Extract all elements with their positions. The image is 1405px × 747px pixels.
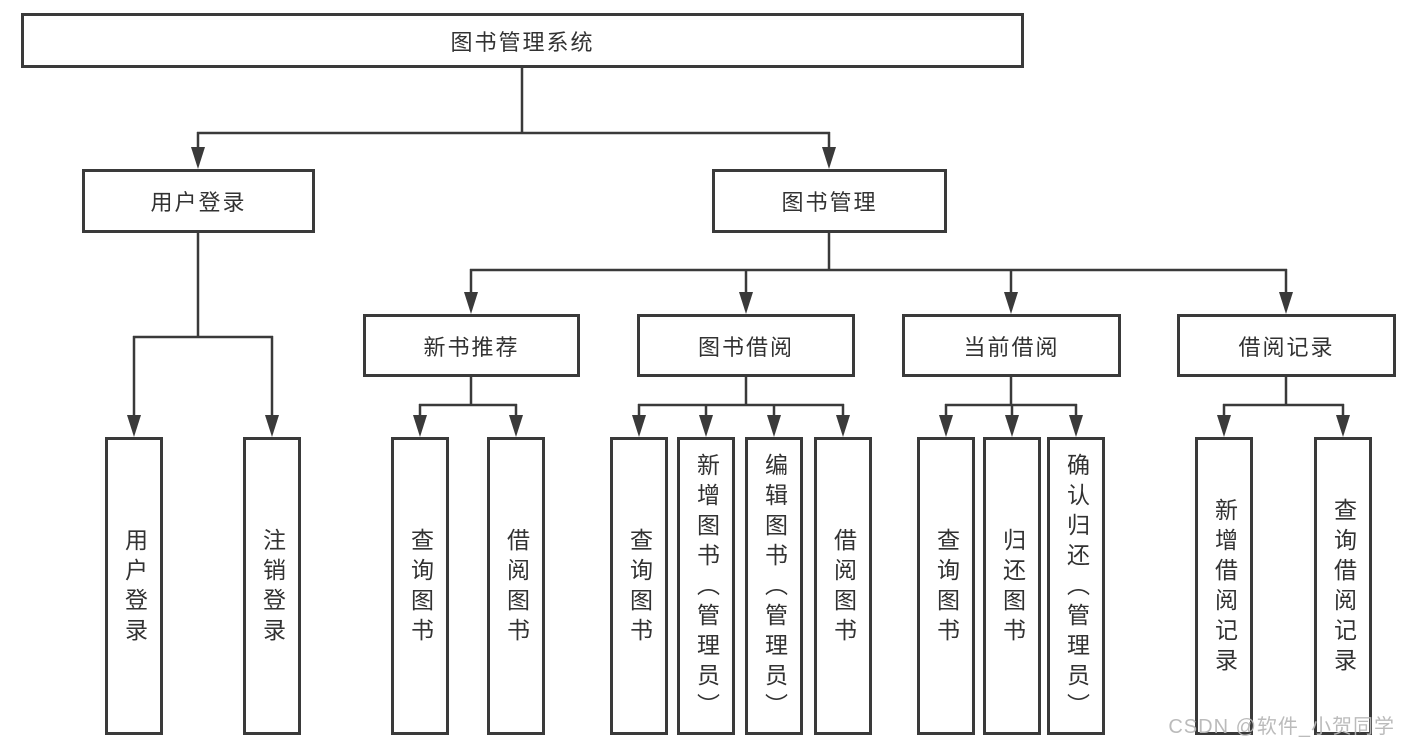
node-book-management: 图书管理 — [712, 169, 947, 233]
watermark: CSDN @软件_小贺同学 — [1168, 716, 1395, 738]
node-user-login: 用户登录 — [82, 169, 315, 233]
leaf-query-books-borrow: 查询图书 — [610, 437, 668, 735]
leaf-edit-book-admin: 编辑图书（管理员） — [745, 437, 803, 735]
leaf-borrow-books-recommend: 借阅图书 — [487, 437, 545, 735]
node-new-book-recommend: 新书推荐 — [363, 314, 580, 377]
leaf-return-books: 归还图书 — [983, 437, 1041, 735]
node-current-borrow: 当前借阅 — [902, 314, 1121, 377]
node-borrow-records: 借阅记录 — [1177, 314, 1396, 377]
leaf-confirm-return-admin: 确认归还（管理员） — [1047, 437, 1105, 735]
leaf-borrow-books: 借阅图书 — [814, 437, 872, 735]
leaf-add-book-admin: 新增图书（管理员） — [677, 437, 735, 735]
arrowhead-icons — [127, 147, 1350, 437]
leaf-add-borrow-record: 新增借阅记录 — [1195, 437, 1253, 735]
leaf-logout: 注销登录 — [243, 437, 301, 735]
leaf-query-books-current: 查询图书 — [917, 437, 975, 735]
node-library-management-system: 图书管理系统 — [21, 13, 1024, 68]
leaf-query-borrow-record: 查询借阅记录 — [1314, 437, 1372, 735]
leaf-query-books-recommend: 查询图书 — [391, 437, 449, 735]
node-book-borrow: 图书借阅 — [637, 314, 855, 377]
leaf-user-login: 用户登录 — [105, 437, 163, 735]
